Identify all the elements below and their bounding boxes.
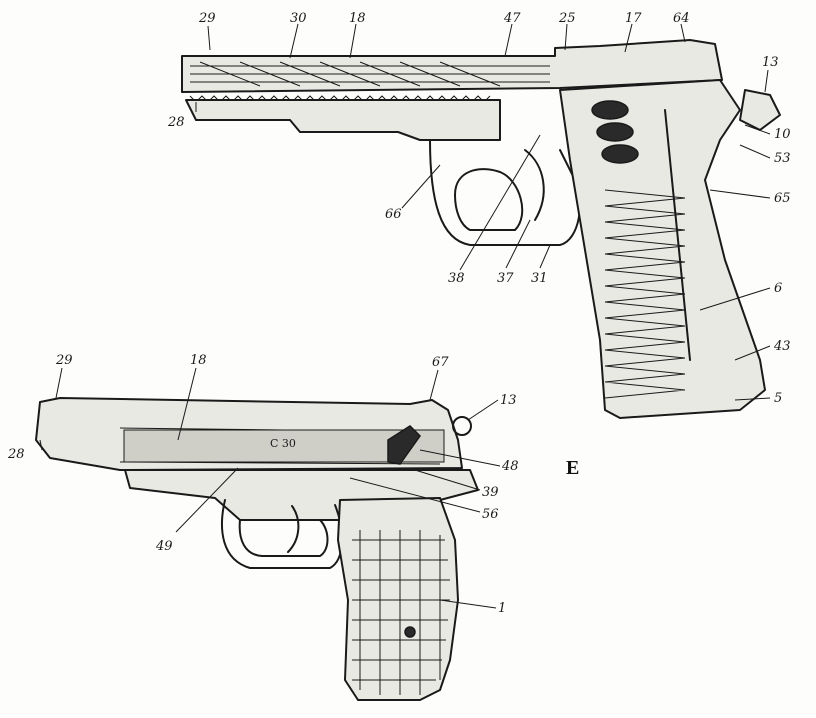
label-28-b: 28 [7, 447, 25, 462]
exterior-trigger [287, 505, 300, 553]
mainspring-rod [664, 109, 691, 361]
bottom-leader-lines [39, 367, 501, 609]
slide-marking: С 30 [270, 437, 296, 450]
cartridges [591, 100, 639, 164]
barrel-rifling [190, 61, 550, 87]
top-leader-lines [195, 23, 771, 401]
label-65: 65 [774, 191, 791, 206]
label-48: 48 [501, 459, 519, 474]
label-1: 1 [498, 601, 506, 616]
bottom-labels: 29 18 67 13 28 48 39 56 49 1 [7, 353, 519, 616]
label-6: 6 [774, 281, 782, 296]
cutaway-frame [185, 99, 501, 141]
label-49: 49 [155, 539, 173, 554]
label-66: 66 [385, 207, 402, 222]
magazine-spring [604, 189, 686, 399]
label-17: 17 [625, 11, 642, 26]
label-29-b: 29 [55, 353, 73, 368]
label-53: 53 [774, 151, 791, 166]
grip-screw [404, 626, 416, 638]
cutaway-trigger [524, 149, 545, 221]
label-47: 47 [503, 11, 521, 26]
label-10: 10 [774, 127, 791, 142]
label-31: 31 [531, 271, 548, 286]
label-5: 5 [774, 391, 782, 406]
label-18: 18 [349, 11, 366, 26]
rear-sight-ring [452, 416, 472, 436]
label-13: 13 [762, 55, 779, 70]
section-letter: E [566, 457, 579, 479]
label-25: 25 [558, 11, 576, 26]
label-56: 56 [482, 507, 499, 522]
grip-checkering [352, 530, 450, 695]
label-39: 39 [482, 485, 499, 500]
hammer [739, 89, 781, 131]
label-67: 67 [432, 355, 449, 370]
cutaway-pistol [181, 23, 781, 419]
label-30: 30 [290, 11, 307, 26]
label-38: 38 [448, 271, 465, 286]
exterior-pistol: С 30 [35, 367, 501, 701]
label-37: 37 [497, 271, 514, 286]
exterior-grip [337, 497, 459, 701]
label-43: 43 [773, 339, 791, 354]
top-labels: 29 30 18 47 25 17 64 13 28 10 53 65 66 3… [167, 11, 791, 406]
safety-lever [387, 425, 421, 465]
label-18-b: 18 [190, 353, 207, 368]
label-29: 29 [198, 11, 216, 26]
label-64: 64 [673, 11, 690, 26]
label-13-b: 13 [500, 393, 517, 408]
cutaway-grip [559, 79, 766, 419]
label-28: 28 [167, 115, 185, 130]
